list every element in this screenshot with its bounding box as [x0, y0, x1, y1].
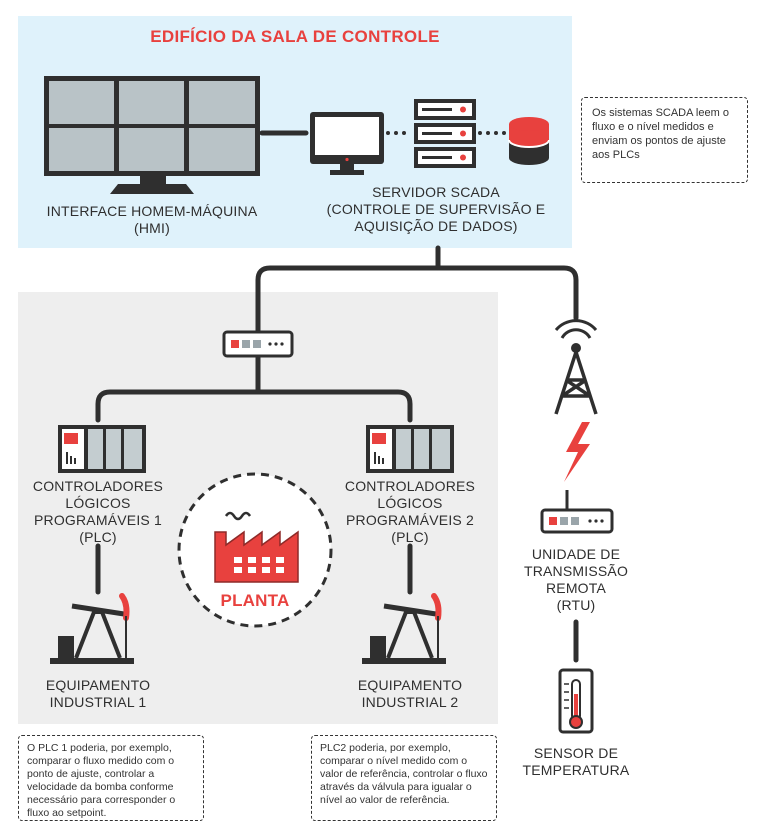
thermometer-icon — [558, 668, 594, 734]
scada-server-label: SERVIDOR SCADA (CONTROLE DE SUPERVISÃO E… — [326, 184, 546, 234]
rtu-device-icon — [540, 490, 614, 534]
pumpjack-2-icon — [362, 593, 446, 664]
database-icon — [508, 117, 550, 165]
plc-2-icon — [366, 425, 454, 473]
equipment-1-label: EQUIPAMENTO INDUSTRIAL 1 — [45, 677, 151, 710]
server-icon — [414, 99, 476, 168]
plc-1-icon — [58, 425, 146, 473]
network-switch-icon — [222, 330, 294, 358]
plc-2-label: CONTROLADORES LÓGICOS PROGRAMÁVEIS 2 (PL… — [344, 478, 476, 545]
plant-label: PLANTA — [220, 591, 290, 610]
scada-note: Os sistemas SCADA leem o fluxo e o nível… — [581, 97, 748, 183]
pumpjack-1-icon — [50, 593, 134, 664]
desktop-monitor-icon — [310, 112, 384, 175]
temperature-sensor-label: SENSOR DE TEMPERATURA — [522, 745, 630, 778]
equipment-2-label: EQUIPAMENTO INDUSTRIAL 2 — [357, 677, 463, 710]
control-room-title: EDIFÍCIO DA SALA DE CONTROLE — [150, 27, 440, 46]
signal-lightning-icon — [564, 422, 590, 482]
plc-1-label: CONTROLADORES LÓGICOS PROGRAMÁVEIS 1 (PL… — [32, 478, 164, 545]
hmi-monitor-icon — [44, 76, 260, 194]
hmi-label: INTERFACE HOMEM-MÁQUINA (HMI) — [46, 203, 258, 236]
plc-1-note: O PLC 1 poderia, por exemplo, comparar o… — [18, 735, 204, 821]
rtu-label: UNIDADE DE TRANSMISSÃO REMOTA (RTU) — [523, 546, 629, 613]
plc-2-note: PLC2 poderia, por exemplo, comparar o ní… — [311, 735, 497, 821]
radio-tower-icon — [554, 319, 598, 415]
network-lines — [95, 130, 579, 663]
plant-factory-icon — [177, 472, 333, 628]
dotted-links — [386, 131, 506, 135]
